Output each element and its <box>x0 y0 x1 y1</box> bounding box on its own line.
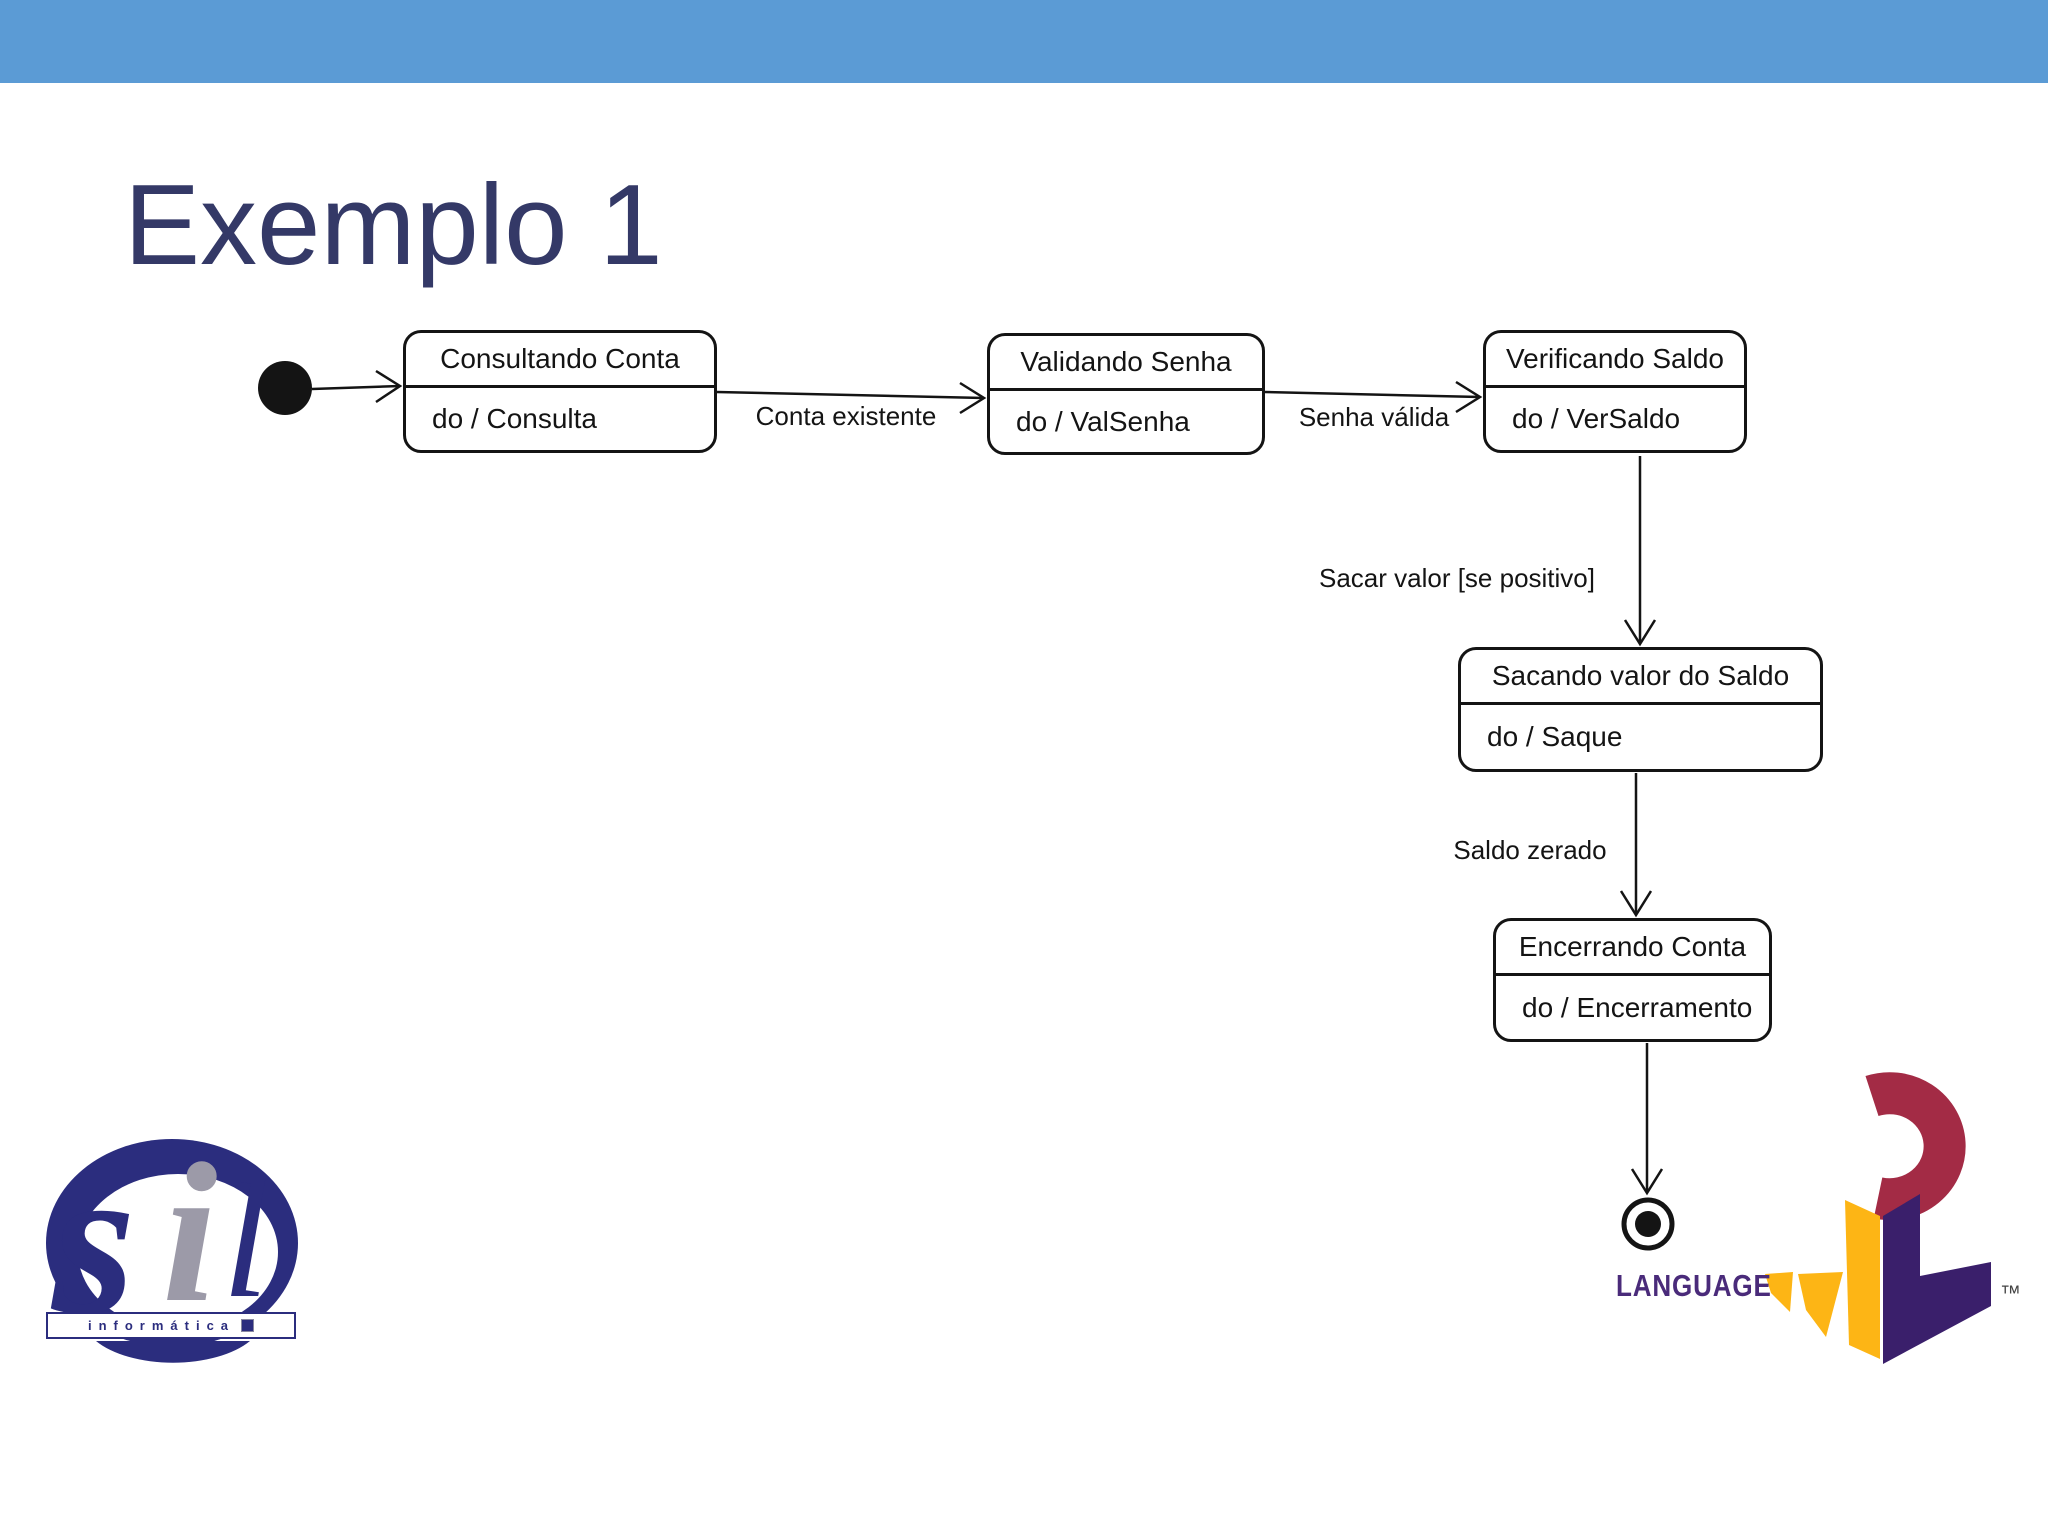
sil-banner-text: informática <box>87 1318 236 1333</box>
arrowhead-icon <box>959 381 987 415</box>
transition-label-conta-existente: Conta existente <box>755 401 937 431</box>
state-name: Sacando valor do Saldo <box>1461 650 1820 705</box>
transition-label-senha-valida: Senha válida <box>1298 402 1450 432</box>
initial-state-icon <box>258 361 312 415</box>
header-bar <box>0 0 2048 83</box>
state-verificando-saldo: Verificando Saldo do / VerSaldo <box>1483 330 1747 453</box>
sil-letter-l: l <box>222 1145 269 1333</box>
state-activity: do / VerSaldo <box>1512 403 1681 434</box>
arrowhead-icon <box>1623 619 1657 647</box>
state-activity: do / ValSenha <box>1016 405 1190 437</box>
final-state-icon <box>1621 1197 1675 1251</box>
transition-label-sacar-valor: Sacar valor [se positivo] <box>1318 563 1595 593</box>
state-name: Encerrando Conta <box>1496 921 1769 976</box>
state-encerrando-conta: Encerrando Conta do / Encerramento <box>1493 918 1772 1042</box>
state-activity: do / Consulta <box>432 403 597 434</box>
uml-logo-m-bar <box>1845 1200 1880 1359</box>
arrowhead-icon <box>1630 1168 1664 1196</box>
arrow-initial-to-consultando <box>311 384 401 391</box>
state-validando-senha: Validando Senha do / ValSenha <box>987 333 1265 455</box>
state-activity: do / Saque <box>1487 721 1623 752</box>
sil-banner: informática <box>46 1312 296 1339</box>
transition-label-saldo-zerado: Saldo zerado <box>1453 835 1607 865</box>
state-activity: do / Encerramento <box>1522 991 1753 1023</box>
arrow-consultando-to-validando <box>716 390 985 400</box>
page-title: Exemplo 1 <box>124 162 663 289</box>
state-name: Verificando Saldo <box>1486 333 1744 388</box>
uml-logo <box>1765 1072 1991 1364</box>
state-consultando-conta: Consultando Conta do / Consulta <box>403 330 717 453</box>
uml-logo-l <box>1883 1194 1991 1364</box>
arrowhead-icon <box>375 369 403 404</box>
arrow-validando-to-verificando <box>1264 390 1481 399</box>
uml-logo-m-wedge-large <box>1798 1272 1843 1337</box>
arrowhead-icon <box>1619 890 1653 918</box>
state-name: Validando Senha <box>990 336 1262 391</box>
final-state-dot <box>1635 1211 1661 1237</box>
sil-letter-i: i <box>162 1123 218 1344</box>
uml-trademark: ™ <box>2000 1282 2021 1305</box>
uml-logo-u <box>1865 1072 1966 1221</box>
state-sacando-valor: Sacando valor do Saldo do / Saque <box>1458 647 1823 772</box>
uml-language-label: LANGUAGE <box>1616 1268 1772 1303</box>
state-name: Consultando Conta <box>406 333 714 388</box>
sil-registered-mark-icon <box>241 1319 255 1332</box>
